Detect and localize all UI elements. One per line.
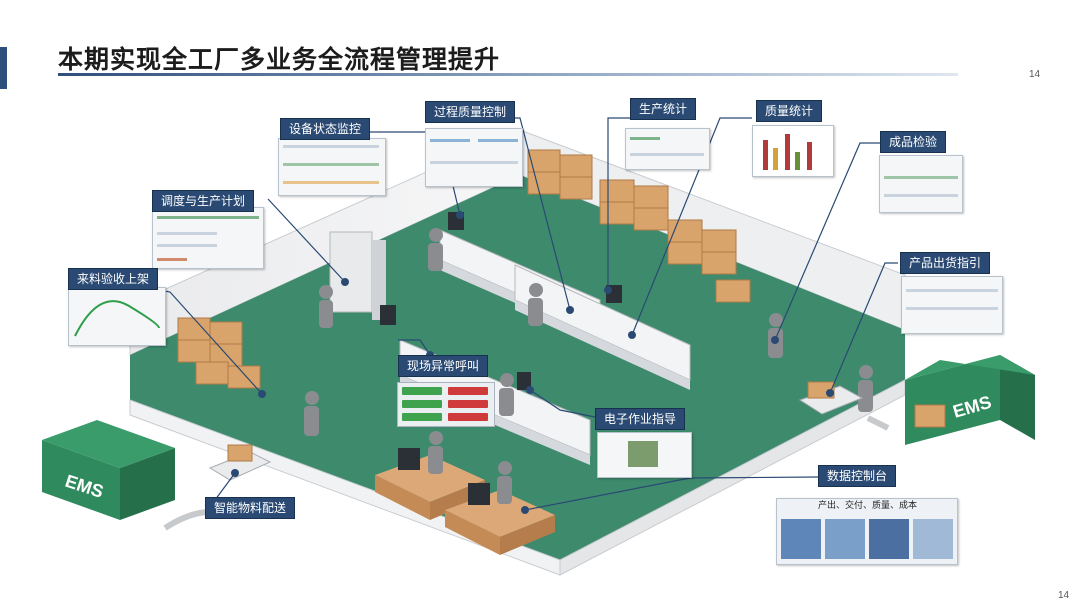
title-underline	[58, 73, 958, 76]
label-material-delivery: 智能物料配送	[205, 497, 296, 519]
thumb-shipping-guide	[901, 276, 1003, 334]
thumb-incoming	[68, 287, 166, 346]
label-equipment-monitor: 设备状态监控	[280, 118, 371, 140]
label-data-console: 数据控制台	[818, 465, 897, 487]
thumb-final-inspection	[879, 155, 963, 213]
agv-cart-left	[208, 444, 272, 481]
tall-machine	[329, 231, 386, 320]
outbound-arrow	[866, 415, 890, 431]
label-shipping-guide: 产品出货指引	[900, 252, 991, 274]
thumb-quality-stats	[752, 125, 834, 177]
ems-truck-left: EMS	[42, 420, 175, 520]
label-final-inspection: 成品检验	[880, 131, 947, 153]
box-stack-back	[527, 149, 751, 303]
label-scheduling: 调度与生产计划	[152, 190, 255, 212]
box-stack-left	[177, 317, 261, 389]
page-number-bottom: 14	[1058, 590, 1070, 601]
thumb-process-quality	[425, 128, 523, 187]
workstation-desk-2	[445, 483, 555, 555]
label-incoming: 来料验收上架	[68, 268, 159, 290]
thumb-e-sop	[597, 432, 692, 478]
label-e-sop: 电子作业指导	[595, 408, 686, 430]
thumb-data-console	[776, 498, 958, 565]
andon-call-panel	[397, 382, 495, 427]
label-quality-stats: 质量统计	[756, 100, 823, 122]
title-accent-bar	[0, 47, 7, 89]
inbound-arrow	[163, 509, 211, 531]
ems-truck-right: EMS	[905, 355, 1035, 445]
workers	[304, 228, 873, 504]
page-number-top: 14	[1029, 69, 1041, 80]
thumb-production-stats	[625, 128, 710, 170]
data-console-caption: 产出、交付、质量、成本	[818, 501, 918, 511]
thumb-scheduling	[152, 207, 264, 269]
production-line-2	[514, 264, 691, 390]
label-andon: 现场异常呼叫	[398, 355, 489, 377]
label-production-stats: 生产统计	[630, 98, 697, 120]
page-title: 本期实现全工厂多业务全流程管理提升	[58, 45, 501, 74]
label-process-quality: 过程质量控制	[425, 101, 516, 123]
thumb-equipment-monitor	[278, 138, 386, 196]
